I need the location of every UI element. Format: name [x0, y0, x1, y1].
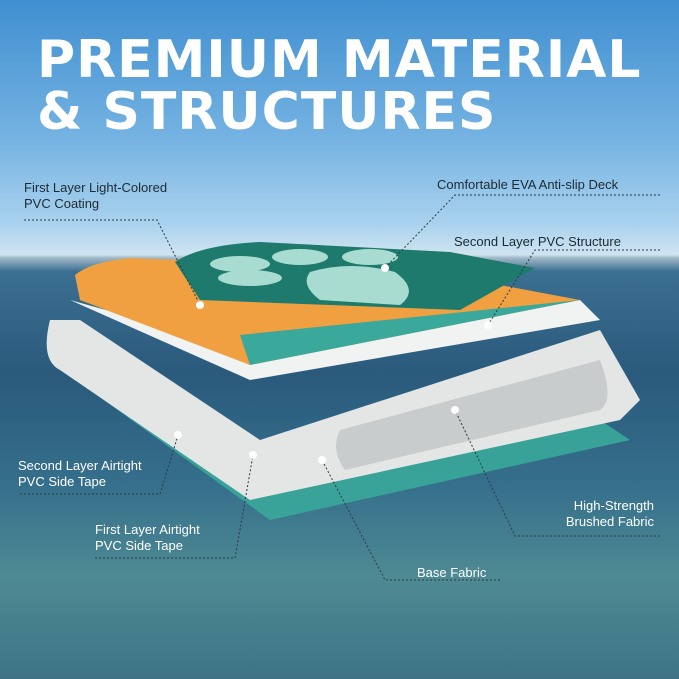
label-line: High-Strength — [573, 498, 654, 513]
headline-line-1: PREMIUM MATERIAL — [37, 30, 642, 90]
label-line: Second Layer Airtight — [18, 458, 142, 473]
brushed-fabric-core — [336, 360, 608, 470]
label-first-side-tape: First Layer Airtight PVC Side Tape — [95, 522, 200, 554]
base-fabric-layer — [90, 390, 630, 520]
label-second-layer-pvc: Second Layer PVC Structure — [454, 234, 621, 249]
label-line: Brushed Fabric — [565, 514, 654, 529]
headline-line-2: & STRUCTURES — [37, 82, 497, 142]
label-eva-deck: Comfortable EVA Anti-slip Deck — [437, 177, 619, 192]
side-tape-layer — [46, 320, 640, 500]
label-second-side-tape: Second Layer Airtight PVC Side Tape — [18, 458, 142, 490]
paw-print-icon — [210, 249, 409, 305]
label-first-layer-coating: First Layer Light-Colored PVC Coating — [24, 180, 167, 212]
label-brushed-fabric: High-Strength Brushed Fabric — [550, 498, 654, 530]
label-line: PVC Side Tape — [95, 538, 183, 553]
label-line: First Layer Light-Colored — [24, 180, 168, 195]
label-line: First Layer Airtight — [95, 522, 200, 537]
label-line: PVC Coating — [24, 196, 100, 211]
label-line: PVC Side Tape — [18, 474, 106, 489]
label-base-fabric: Base Fabric — [417, 565, 487, 580]
